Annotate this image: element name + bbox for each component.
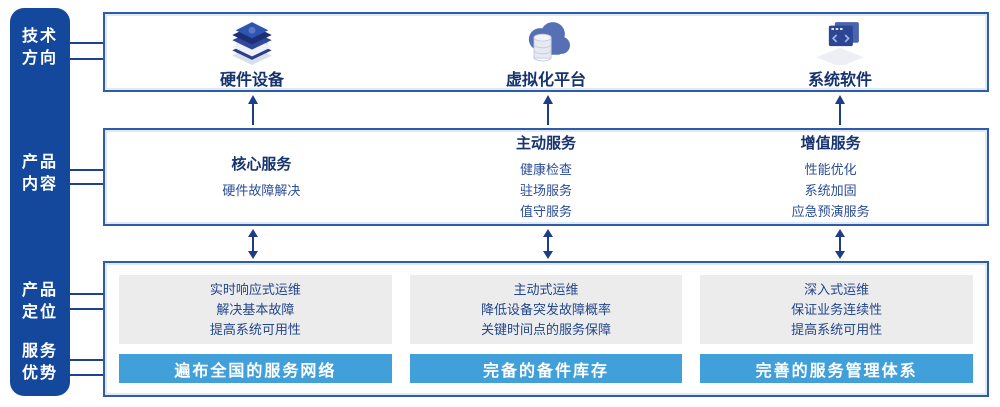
product-positioning-box: 实时响应式运维 解决基本故障 提高系统可用性 遍布全国的服务网络 主动式运维 降… <box>103 261 989 397</box>
connector-line <box>70 42 104 44</box>
positioning-card: 深入式运维 保证业务连续性 提高系统可用性 <box>700 275 974 345</box>
sidebar-label-line: 产品 <box>21 154 58 171</box>
tech-direction-box: 硬件设备 虚拟化平台 <box>103 12 989 92</box>
sidebar-label-line: 服务 <box>21 343 58 360</box>
positioning-line: 提高系统可用性 <box>791 321 883 337</box>
sidebar-label-product-content: 产品 内容 <box>10 152 70 196</box>
service-item: 驻场服务 <box>520 183 573 198</box>
positioning-line: 关键时间点的服务保障 <box>481 321 612 337</box>
double-arrow-icon <box>542 229 554 259</box>
positioning-card: 主动式运维 降低设备突发故障概率 关键时间点的服务保障 <box>409 275 683 345</box>
positioning-card: 实时响应式运维 解决基本故障 提高系统可用性 <box>119 275 392 345</box>
tech-item-label: 虚拟化平台 <box>505 71 586 89</box>
positioning-line: 主动式运维 <box>513 281 579 297</box>
sidebar-label-line: 内容 <box>21 176 58 193</box>
advantage-bar: 完备的备件库存 <box>409 354 683 383</box>
sidebar-label-line: 方向 <box>21 50 58 67</box>
up-arrow-icon <box>834 95 846 125</box>
tech-item-label: 硬件设备 <box>219 71 284 89</box>
connector-line <box>70 293 104 295</box>
sidebar-label-line: 优势 <box>21 365 58 382</box>
positioning-column: 实时响应式运维 解决基本故障 提高系统可用性 遍布全国的服务网络 <box>119 275 392 383</box>
hardware-stack-icon <box>232 21 272 65</box>
tech-item-hardware: 硬件设备 <box>105 14 399 90</box>
service-column-title: 主动服务 <box>516 135 577 152</box>
tech-item-label: 系统软件 <box>807 71 872 89</box>
advantage-bar: 完善的服务管理体系 <box>700 354 974 383</box>
double-arrow-icon <box>247 229 259 259</box>
sidebar-label-line: 产品 <box>21 282 58 299</box>
connector-line <box>70 169 104 171</box>
service-item: 系统加固 <box>804 183 857 198</box>
positioning-line: 深入式运维 <box>804 281 870 297</box>
sidebar-label-line: 定位 <box>21 304 58 321</box>
sidebar-label-product-positioning: 产品 定位 <box>10 280 70 324</box>
service-item: 性能优化 <box>804 162 857 177</box>
advantage-bar: 遍布全国的服务网络 <box>119 354 392 383</box>
service-column-value-added: 增值服务 性能优化 系统加固 应急预演服务 <box>688 135 973 219</box>
service-item: 值守服务 <box>520 204 573 219</box>
service-item: 应急预演服务 <box>791 204 870 219</box>
sidebar-label-line: 技术 <box>21 28 58 45</box>
service-column-proactive: 主动服务 健康检查 驻场服务 值守服务 <box>404 135 689 219</box>
tech-item-software: 系统软件 <box>693 14 987 90</box>
positioning-line: 保证业务连续性 <box>791 301 883 317</box>
connector-line <box>70 58 104 60</box>
connector-line <box>70 308 104 310</box>
positioning-line: 降低设备突发故障概率 <box>481 301 612 317</box>
positioning-line: 解决基本故障 <box>216 301 295 317</box>
positioning-column: 主动式运维 降低设备突发故障概率 关键时间点的服务保障 完备的备件库存 <box>409 275 683 383</box>
up-arrow-icon <box>247 95 259 125</box>
service-column-title: 核心服务 <box>231 156 292 173</box>
service-item: 硬件故障解决 <box>222 183 301 198</box>
tech-item-virtualization: 虚拟化平台 <box>399 14 693 90</box>
double-arrow-icon <box>834 229 846 259</box>
positioning-line: 实时响应式运维 <box>209 281 301 297</box>
positioning-column: 深入式运维 保证业务连续性 提高系统可用性 完善的服务管理体系 <box>700 275 974 383</box>
connector-line <box>70 374 104 376</box>
sidebar-label-service-advantage: 服务 优势 <box>10 341 70 385</box>
service-column-core: 核心服务 硬件故障解决 <box>119 136 404 218</box>
service-item: 健康检查 <box>520 162 573 177</box>
sidebar <box>10 8 70 396</box>
sidebar-label-tech-direction: 技术 方向 <box>10 26 70 70</box>
connector-line <box>70 183 104 185</box>
cloud-database-icon <box>528 21 570 61</box>
up-arrow-icon <box>542 95 554 125</box>
product-content-box: 核心服务 硬件故障解决 主动服务 健康检查 驻场服务 值守服务 增值服务 性能优… <box>103 128 989 226</box>
positioning-line: 提高系统可用性 <box>209 321 301 337</box>
service-column-title: 增值服务 <box>800 135 861 152</box>
connector-line <box>70 359 104 361</box>
code-window-icon <box>816 21 864 65</box>
